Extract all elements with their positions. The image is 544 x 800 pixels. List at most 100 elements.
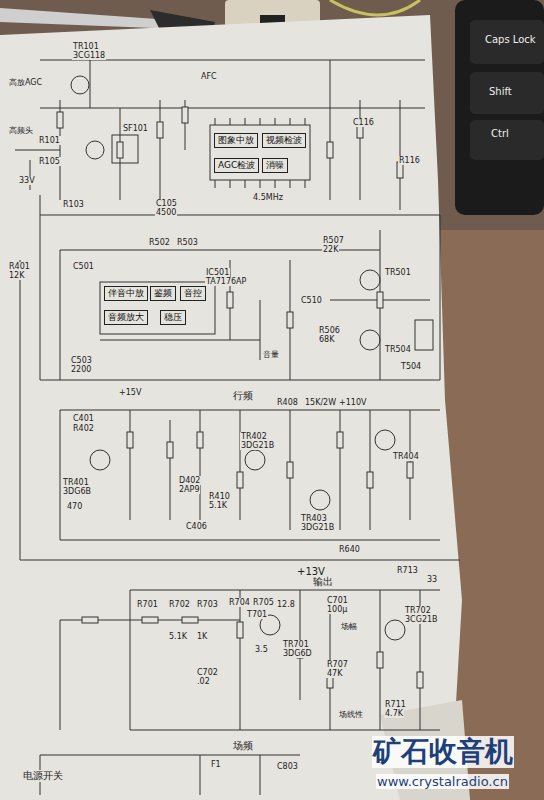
- component-label: 行频: [232, 390, 254, 402]
- component-label: 3DG6B: [62, 487, 92, 496]
- component-label: R408: [276, 398, 299, 407]
- wire: [20, 410, 460, 560]
- resistor-symbol: [57, 112, 63, 128]
- component-label: 5.1K: [208, 501, 228, 510]
- resistor-symbol: [287, 312, 293, 328]
- component-label: 100μ: [326, 605, 348, 614]
- component-label: D402: [178, 476, 201, 485]
- transistor-symbol: [385, 620, 405, 640]
- watermark-url: www.crystalradio.cn: [376, 774, 509, 789]
- component-label: R702: [168, 600, 191, 609]
- component-label: F1: [210, 760, 222, 769]
- component-label: T701: [246, 610, 268, 619]
- component-label: R707: [326, 660, 349, 669]
- resistor-symbol: [227, 292, 233, 308]
- transistor-symbol: [86, 141, 104, 159]
- component-label: 场幅: [340, 622, 358, 631]
- component-label: R502: [148, 238, 171, 247]
- ic-function-block: 音控: [180, 286, 206, 301]
- ic-outline: [210, 125, 310, 180]
- transistor-symbol: [360, 330, 380, 350]
- block-text: 消噪: [266, 160, 284, 170]
- wire: [330, 0, 420, 15]
- component-label: 高频头: [8, 126, 34, 135]
- component-label: R711: [384, 700, 407, 709]
- resistor-symbol: [377, 292, 383, 308]
- component-label: 15K/2W: [304, 398, 337, 407]
- component-label: TR403: [300, 514, 328, 523]
- component-label: C510: [300, 296, 323, 305]
- component-label: TR402: [240, 432, 268, 441]
- ic-function-block: 图象中放: [214, 133, 258, 148]
- block-text: 音控: [184, 288, 202, 298]
- block-text: AGC检波: [218, 160, 255, 170]
- component-label: R713: [396, 566, 419, 575]
- block-text: 稳压: [164, 312, 182, 322]
- component-label: R105: [38, 157, 61, 166]
- block-text: 音频放大: [108, 312, 144, 322]
- block-text: 图象中放: [218, 135, 254, 145]
- paper-sheet: [0, 15, 470, 800]
- component-label: C401: [72, 414, 95, 423]
- component-label: R503: [176, 238, 199, 247]
- component-label: R410: [208, 492, 231, 501]
- ic-pins: [215, 118, 305, 188]
- resistor-symbol: [117, 142, 123, 158]
- ic-function-block: 稳压: [160, 310, 186, 325]
- component-label: R507: [322, 236, 345, 245]
- key-caption: Caps Lock: [484, 34, 537, 46]
- component-label: AFC: [200, 72, 218, 81]
- resistor-symbol: [157, 122, 163, 138]
- component-label: 3DG21B: [300, 523, 335, 532]
- component-label: C105: [155, 199, 178, 208]
- key: [470, 120, 544, 160]
- component-label: 3CG118: [72, 51, 106, 60]
- component-label: 3DG6D: [282, 649, 313, 658]
- ic-outline: [100, 282, 215, 334]
- component-label: 场线性: [338, 710, 364, 719]
- ic-function-block: 音频放大: [104, 310, 148, 325]
- component-label: .02: [196, 677, 211, 686]
- component-label: 4500: [155, 208, 177, 217]
- resistor-symbol: [142, 617, 158, 623]
- ic-function-block: 视频检波: [262, 133, 306, 148]
- component-label: TR101: [72, 42, 100, 51]
- component-label: 3CG21B: [404, 615, 439, 624]
- component-label: TR702: [404, 606, 432, 615]
- component-label: R701: [136, 600, 159, 609]
- component-label: 1K: [196, 632, 208, 641]
- component-label: 12.8: [276, 600, 296, 609]
- resistor-symbol: [367, 472, 373, 488]
- transistor-symbol: [375, 430, 395, 450]
- component-label: 4.5MHz: [252, 193, 284, 202]
- wire: [20, 230, 430, 560]
- component-label: R402: [72, 424, 95, 433]
- component-label: +110V: [338, 398, 367, 407]
- block-text: 伴音中放: [108, 288, 144, 298]
- component-label: 2200: [70, 365, 92, 374]
- keyboard: [455, 0, 544, 215]
- resistor-symbol: [182, 107, 188, 123]
- ic-function-block: 伴音中放: [104, 286, 148, 301]
- transistor-symbol: [245, 450, 265, 470]
- wire: [40, 755, 300, 795]
- resistor-symbol: [237, 472, 243, 488]
- resistor-symbol: [167, 442, 173, 458]
- component-label: SF101: [122, 124, 149, 133]
- component-label: C701: [326, 596, 349, 605]
- key-caption: Ctrl: [490, 128, 510, 140]
- component-label: 33V: [18, 176, 36, 185]
- component-label: R704: [228, 598, 251, 607]
- component-label: TR501: [384, 268, 412, 277]
- watermark: 矿石收音机: [372, 736, 514, 768]
- component-label: C503: [70, 356, 93, 365]
- component-label: 3DG21B: [240, 441, 275, 450]
- component-label: R703: [196, 600, 219, 609]
- component-label: 场频: [232, 740, 254, 752]
- component-label: T504: [400, 362, 422, 371]
- block-text: 视频检波: [266, 135, 302, 145]
- component-label: R705: [252, 598, 275, 607]
- key: [470, 20, 544, 64]
